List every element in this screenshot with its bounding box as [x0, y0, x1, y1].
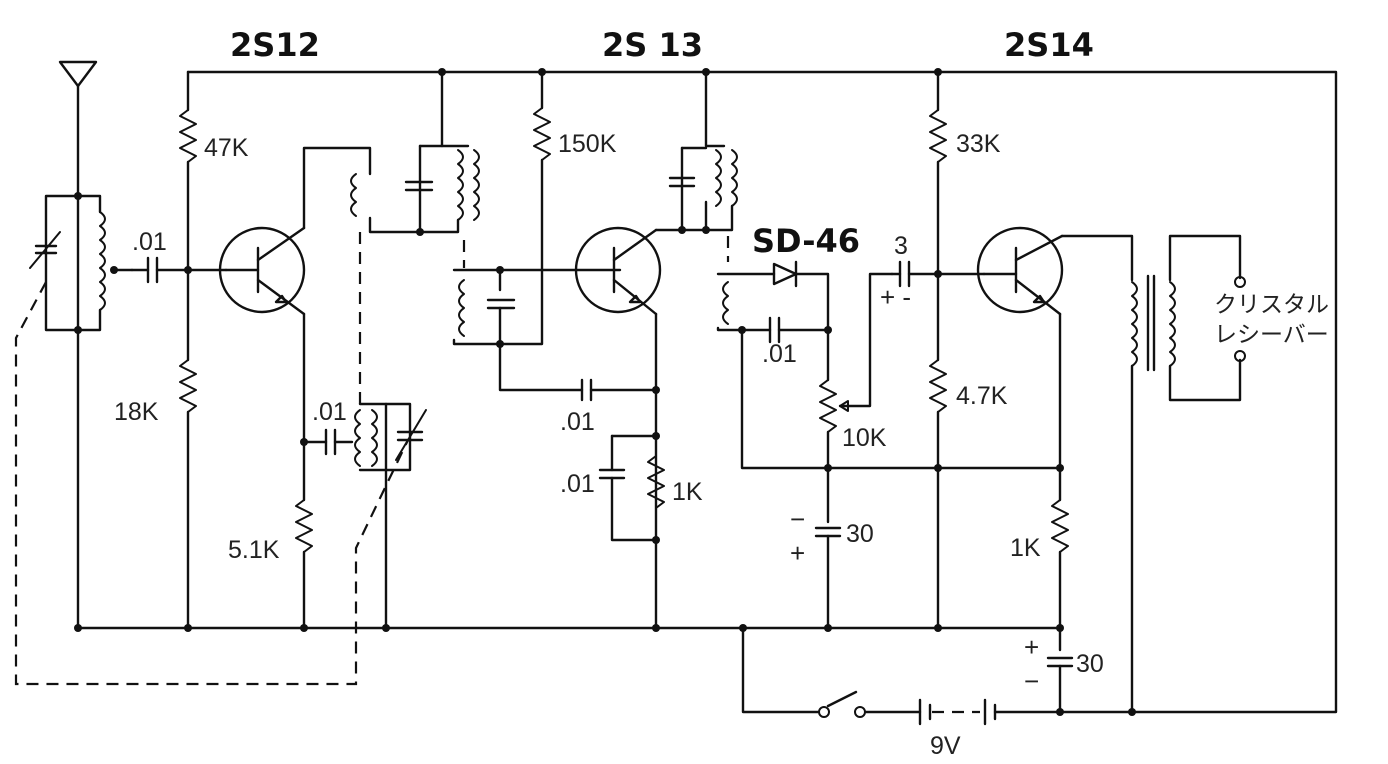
cap-30a-plus: + — [790, 538, 805, 568]
bias-resistor-47k: 47K — [179, 70, 249, 272]
bias-resistor-18k: 18K — [114, 268, 197, 630]
input-capacitor: .01 — [130, 228, 228, 284]
resistor-4.7k-label: 4.7K — [956, 382, 1008, 410]
transistor-2s14-label: 2S14 — [1004, 26, 1094, 64]
bias-resistor-4.7k: 4.7K — [929, 359, 1008, 630]
if-transformer-2 — [654, 70, 776, 332]
antenna — [58, 60, 98, 198]
transistor-2s12: 2S12 — [218, 26, 320, 316]
resistor-33k-label: 33K — [956, 130, 1001, 158]
detector-filter: .01 10K — [740, 272, 1062, 470]
output-transformer — [1060, 234, 1246, 714]
crystal-receiver-label: クリスタル レシーバー — [1214, 292, 1329, 348]
cap-30a-minus: − — [790, 504, 805, 534]
output-label-line1: クリスタル — [1214, 292, 1329, 318]
if-transformer-1 — [404, 70, 622, 392]
transistor-2s12-label: 2S12 — [230, 26, 320, 64]
battery-label: 9V — [930, 732, 961, 760]
battery-switch-branch — [741, 626, 922, 718]
diode-label: SD-46 — [752, 222, 860, 260]
bias-resistor-150k: 150K — [498, 70, 617, 346]
transistor-2s13: 2S 13 — [574, 26, 703, 316]
resistor-18k-label: 18K — [114, 398, 159, 426]
coupling-capacitor: 3 + - — [880, 232, 986, 312]
transistor-2s13-label: 2S 13 — [602, 26, 703, 64]
resistor-1k-a-label: 1K — [672, 478, 703, 506]
output-label-line2: レシーバー — [1214, 322, 1329, 348]
supply-rail-top — [186, 70, 1338, 714]
oscillator-tank: .01 — [302, 398, 427, 630]
cap-30b-minus: − — [1024, 666, 1039, 696]
stage1-collector-coil — [302, 146, 422, 234]
emitter-capacitor-label: .01 — [560, 408, 595, 436]
tuning-gang-link — [14, 281, 409, 686]
decoupling-capacitor-a: 30 − + — [790, 466, 874, 630]
junction-dots — [74, 68, 1136, 716]
volume-pot-label: 10K — [842, 424, 887, 452]
cap-30b-label: 30 — [1076, 650, 1104, 678]
stage2-emitter: .01 .01 1K — [560, 312, 703, 630]
resistor-1k-b-label: 1K — [1010, 534, 1041, 562]
battery: 9V — [918, 698, 997, 760]
stage3-emitter: 1K — [1010, 312, 1069, 652]
stage1-emitter: 5.1K — [228, 312, 313, 630]
cap-30b-plus: + — [1024, 632, 1039, 662]
osc-capacitor-label: .01 — [312, 398, 347, 426]
decoupling-capacitor-b: 30 + − — [1024, 632, 1104, 714]
resistor-47k-label: 47K — [204, 134, 249, 162]
coupling-cap-polarity: + - — [880, 282, 911, 312]
coupling-cap-label: 3 — [894, 232, 908, 260]
bypass-capacitor-label: .01 — [560, 470, 595, 498]
cap-30a-label: 30 — [846, 520, 874, 548]
resistor-5.1k-label: 5.1K — [228, 536, 280, 564]
detector-diode: SD-46 — [752, 222, 860, 332]
detector-capacitor-label: .01 — [762, 340, 797, 368]
resistor-150k-label: 150K — [558, 130, 617, 158]
transistor-2s14: 2S14 — [976, 26, 1094, 316]
input-capacitor-label: .01 — [132, 228, 167, 256]
bias-resistor-33k: 33K — [929, 70, 1001, 362]
